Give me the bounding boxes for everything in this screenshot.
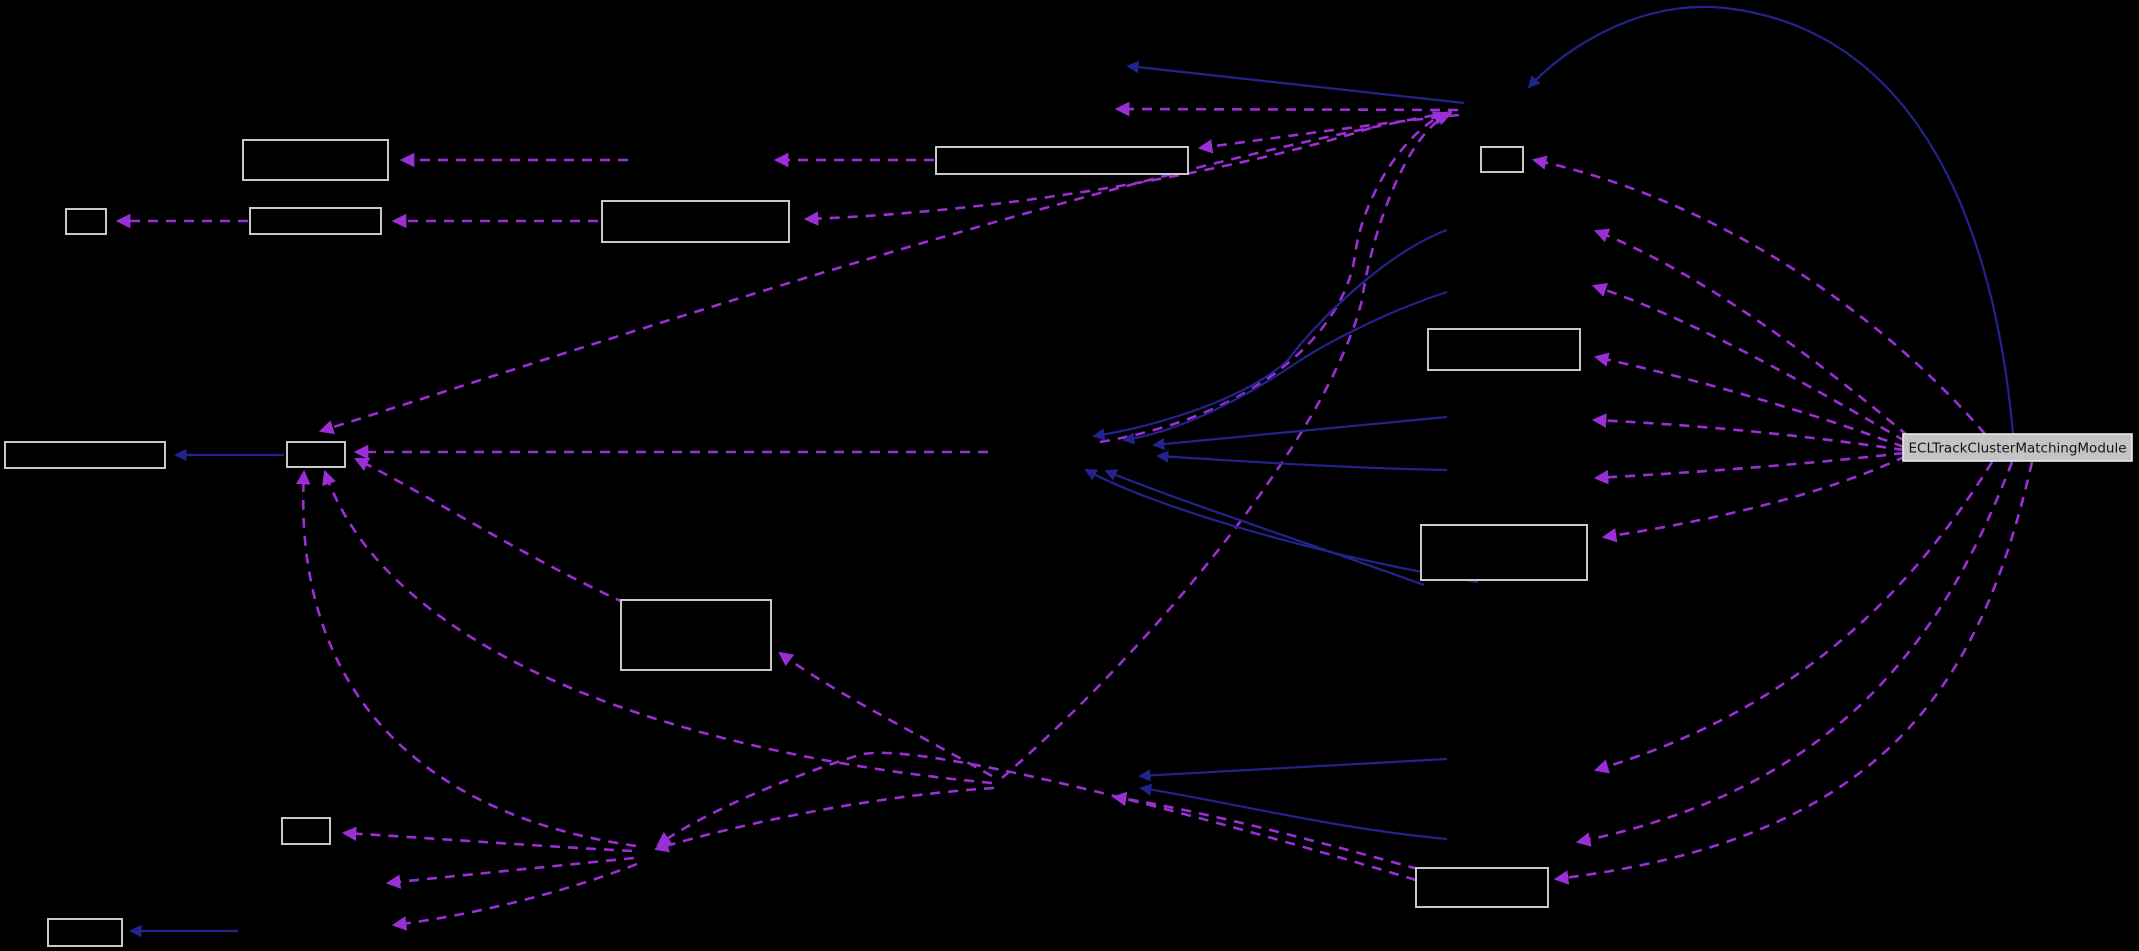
inheritance-edge bbox=[1527, 5, 2015, 435]
dependency-edge bbox=[1601, 454, 1907, 543]
inheritance-edge bbox=[1104, 469, 1425, 587]
inheritance-edge bbox=[1139, 783, 1448, 841]
inheritance-edge bbox=[1092, 228, 1448, 441]
dependency-edge bbox=[1197, 113, 1460, 154]
dependency-edge bbox=[318, 110, 1453, 435]
class-node-box-wide-left[interactable] bbox=[4, 441, 166, 469]
class-node-box-small-bl[interactable] bbox=[281, 817, 331, 845]
dependency-edge bbox=[803, 126, 1372, 226]
class-node-box-e[interactable] bbox=[1427, 328, 1581, 371]
dependency-edge bbox=[296, 469, 637, 848]
class-node-box-bottom-left[interactable] bbox=[47, 918, 123, 947]
central-class-node[interactable] bbox=[1902, 433, 2133, 462]
dependency-edge bbox=[1099, 111, 1448, 444]
dependency-edge bbox=[1593, 451, 1905, 485]
class-node-box-hub[interactable] bbox=[286, 441, 346, 468]
dependency-edge bbox=[354, 457, 626, 605]
dependency-edge bbox=[341, 826, 633, 853]
dependency-edge bbox=[656, 751, 1417, 882]
class-node-box-d[interactable] bbox=[601, 200, 790, 243]
class-node-box-b[interactable] bbox=[65, 208, 107, 235]
dependency-edge bbox=[1001, 111, 1453, 779]
class-node-box-g[interactable] bbox=[620, 599, 772, 671]
dependency-edge bbox=[385, 856, 635, 889]
dependency-edge bbox=[322, 469, 993, 785]
dependency-edge bbox=[1593, 228, 1909, 437]
inheritance-edge bbox=[1156, 450, 1448, 472]
dependency-edge bbox=[1593, 461, 1994, 774]
dependency-edge bbox=[1114, 101, 1459, 117]
central-class-node-label: ECLTrackClusterMatchingModule bbox=[1908, 441, 2126, 457]
dependency-edge bbox=[391, 862, 638, 931]
class-node-box-f[interactable] bbox=[1420, 524, 1588, 581]
class-node-box-c[interactable] bbox=[249, 207, 382, 235]
dependency-edge bbox=[1575, 461, 2014, 847]
class-node-box-long[interactable] bbox=[935, 146, 1189, 175]
dependency-edge bbox=[1553, 461, 2034, 885]
dependency-edge bbox=[1591, 413, 1905, 452]
dependency-edge bbox=[1591, 283, 1906, 443]
dependency-edge bbox=[653, 786, 995, 853]
class-node-box-h[interactable] bbox=[1415, 867, 1549, 908]
inheritance-edge bbox=[1126, 61, 1465, 105]
class-node-box-a[interactable] bbox=[242, 139, 389, 181]
dependency-edge bbox=[1593, 352, 1905, 449]
dependency-edge bbox=[1531, 155, 1986, 435]
class-node-box-small-tr[interactable] bbox=[1480, 146, 1524, 173]
inheritance-edge bbox=[1152, 415, 1448, 451]
dependency-edge bbox=[1111, 791, 1419, 871]
dependency-edge bbox=[778, 651, 993, 778]
inheritance-edge bbox=[1084, 469, 1479, 584]
inheritance-edge bbox=[1138, 757, 1448, 782]
inheritance-edge bbox=[1122, 290, 1448, 445]
